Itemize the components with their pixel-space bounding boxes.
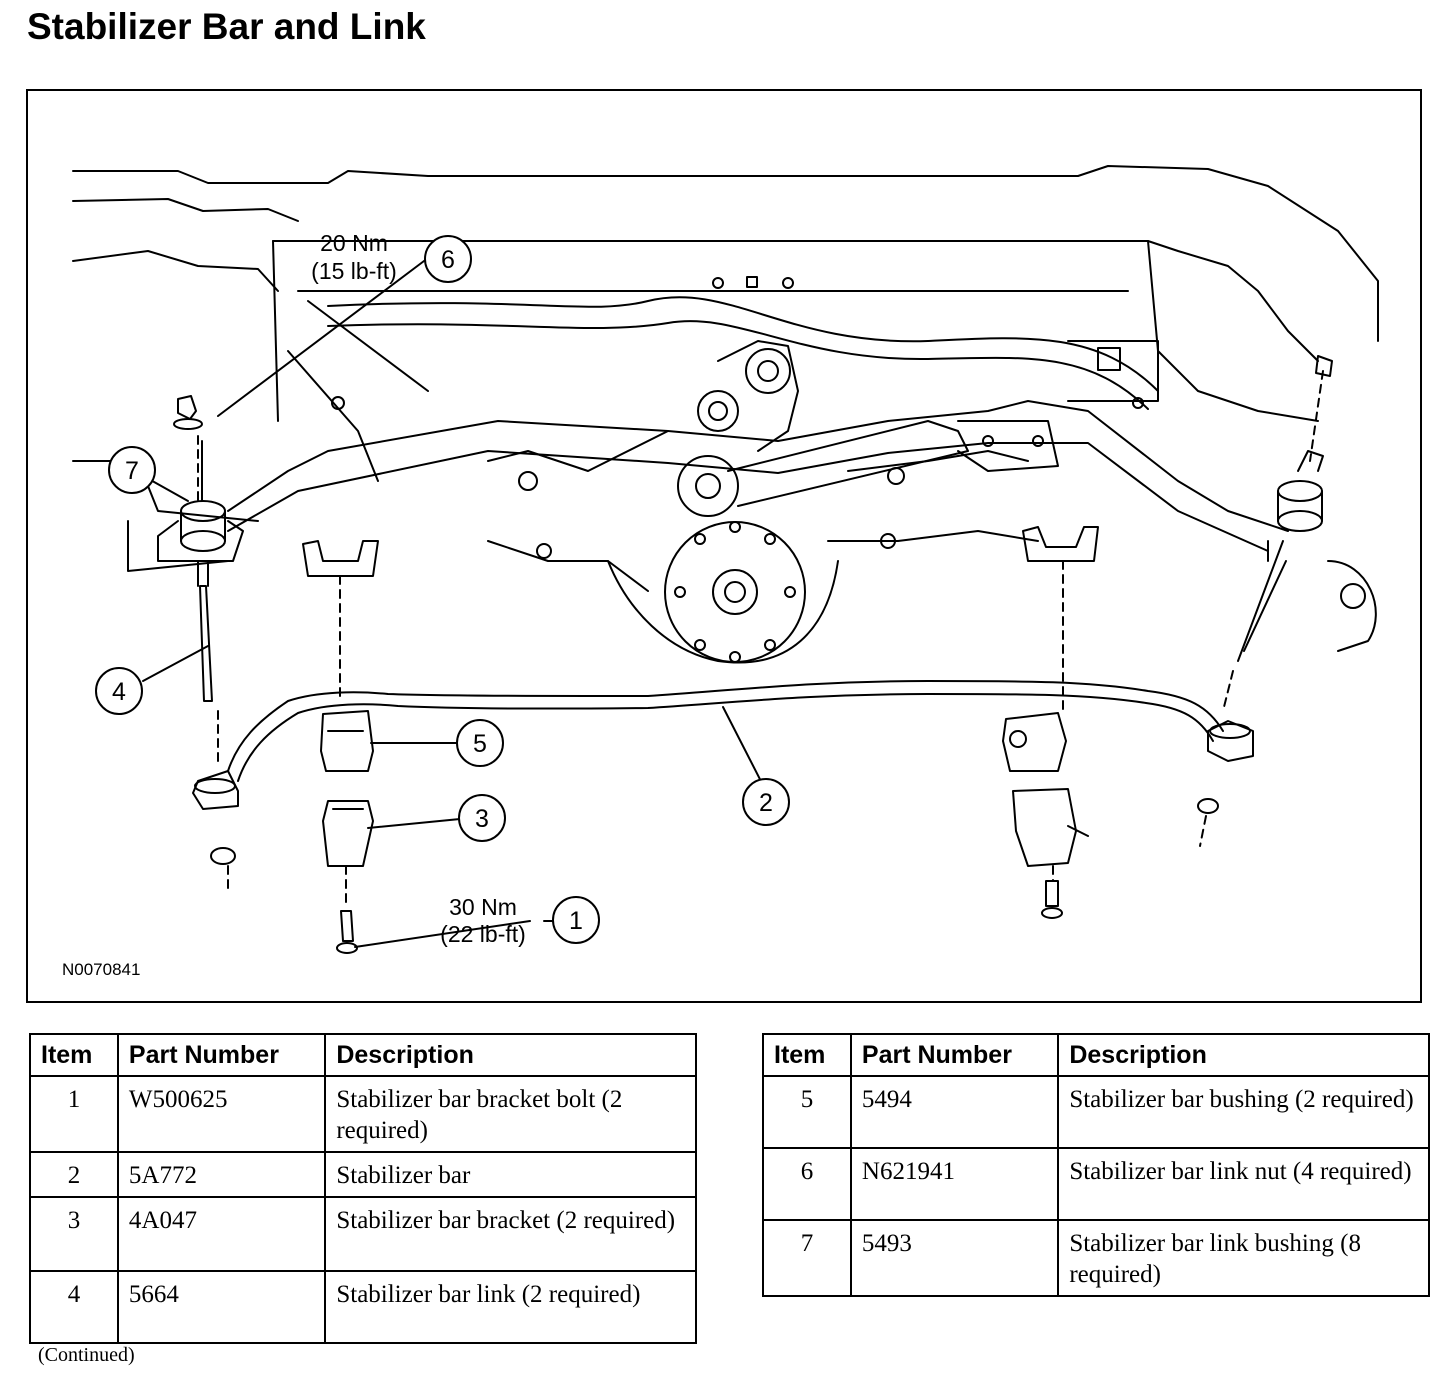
header-part-number: Part Number (116, 1033, 327, 1077)
part-description: Stabilizer bar (324, 1151, 697, 1198)
callout-7-circle (108, 446, 156, 494)
callout-5-circle (456, 719, 504, 767)
item-number: 4 (29, 1270, 119, 1344)
page-title: Stabilizer Bar and Link (27, 6, 426, 47)
callout-5: 5 (473, 730, 487, 758)
callout-7: 7 (125, 457, 139, 485)
part-description: Stabilizer bar bracket bolt (2 required) (324, 1075, 697, 1153)
left-bracket-assembly (302, 540, 379, 954)
left-link-assembly (157, 395, 244, 892)
header-part-number: Part Number (849, 1033, 1060, 1077)
item-number: 5 (762, 1075, 852, 1149)
table-header-row: Item Part Number Description (762, 1033, 1430, 1077)
item-number: 7 (762, 1219, 852, 1297)
part-description: Stabilizer bar link (2 required) (324, 1270, 697, 1344)
right-bracket-assembly (1002, 526, 1099, 919)
part-number: W500625 (116, 1075, 327, 1153)
part-number: 5493 (849, 1219, 1060, 1297)
part-number: 5A772 (116, 1151, 327, 1198)
header-item: Item (29, 1033, 119, 1077)
table-header-row: Item Part Number Description (29, 1033, 697, 1077)
header-item: Item (762, 1033, 852, 1077)
table-row: 3 4A047 Stabilizer bar bracket (2 requir… (29, 1196, 697, 1272)
item-number: 2 (29, 1151, 119, 1198)
table-row: 7 5493 Stabilizer bar link bushing (8 re… (762, 1219, 1430, 1297)
callout-4-circle (95, 667, 143, 715)
item-number: 1 (29, 1075, 119, 1153)
part-number: N621941 (849, 1147, 1060, 1221)
header-description: Description (324, 1033, 697, 1077)
stabilizer-bar (227, 680, 1224, 782)
part-description: Stabilizer bar link bushing (8 required) (1057, 1219, 1430, 1297)
axle-housing (487, 430, 1039, 664)
figure-id: N0070841 (62, 960, 140, 979)
leader-lines (142, 257, 767, 948)
torque-6-nm: 20 Nm (320, 230, 388, 256)
callout-1-circle (552, 896, 600, 944)
part-description: Stabilizer bar bracket (2 required) (324, 1196, 697, 1272)
part-description: Stabilizer bar bushing (2 required) (1057, 1075, 1430, 1149)
parts-table-right: Item Part Number Description 5 5494 Stab… (762, 1033, 1430, 1297)
callout-4: 4 (112, 678, 126, 706)
callout-2-circle (742, 778, 790, 826)
table-row: 5 5494 Stabilizer bar bushing (2 require… (762, 1075, 1430, 1149)
header-description: Description (1057, 1033, 1430, 1077)
control-arm (677, 340, 1059, 517)
part-number: 5494 (849, 1075, 1060, 1149)
diagram-drawing: 1 2 3 4 5 6 7 20 Nm (15 lb-ft) 30 Nm (22… (62, 165, 1379, 979)
callout-2: 2 (759, 789, 773, 817)
continued-note: (Continued) (38, 1344, 135, 1366)
table-row: 4 5664 Stabilizer bar link (2 required) (29, 1270, 697, 1344)
torque-6-lbft: (15 lb-ft) (311, 258, 397, 284)
callout-6: 6 (441, 246, 455, 274)
table-row: 2 5A772 Stabilizer bar (29, 1151, 697, 1198)
callout-1: 1 (569, 907, 583, 935)
table-row: 1 W500625 Stabilizer bar bracket bolt (2… (29, 1075, 697, 1153)
table-row: 6 N621941 Stabilizer bar link nut (4 req… (762, 1147, 1430, 1221)
exploded-view-diagram: 1 2 3 4 5 6 7 20 Nm (15 lb-ft) 30 Nm (22… (26, 89, 1422, 1003)
right-link-assembly (1197, 355, 1377, 847)
part-description: Stabilizer bar link nut (4 required) (1057, 1147, 1430, 1221)
item-number: 6 (762, 1147, 852, 1221)
parts-table-left: Item Part Number Description 1 W500625 S… (29, 1033, 697, 1344)
callout-6-circle (424, 235, 472, 283)
item-number: 3 (29, 1196, 119, 1272)
part-number: 5664 (116, 1270, 327, 1344)
torque-1-nm: 30 Nm (449, 894, 517, 920)
callout-3-circle (458, 794, 506, 842)
torque-1-lbft: (22 lb-ft) (440, 921, 526, 947)
callout-3: 3 (475, 805, 489, 833)
part-number: 4A047 (116, 1196, 327, 1272)
